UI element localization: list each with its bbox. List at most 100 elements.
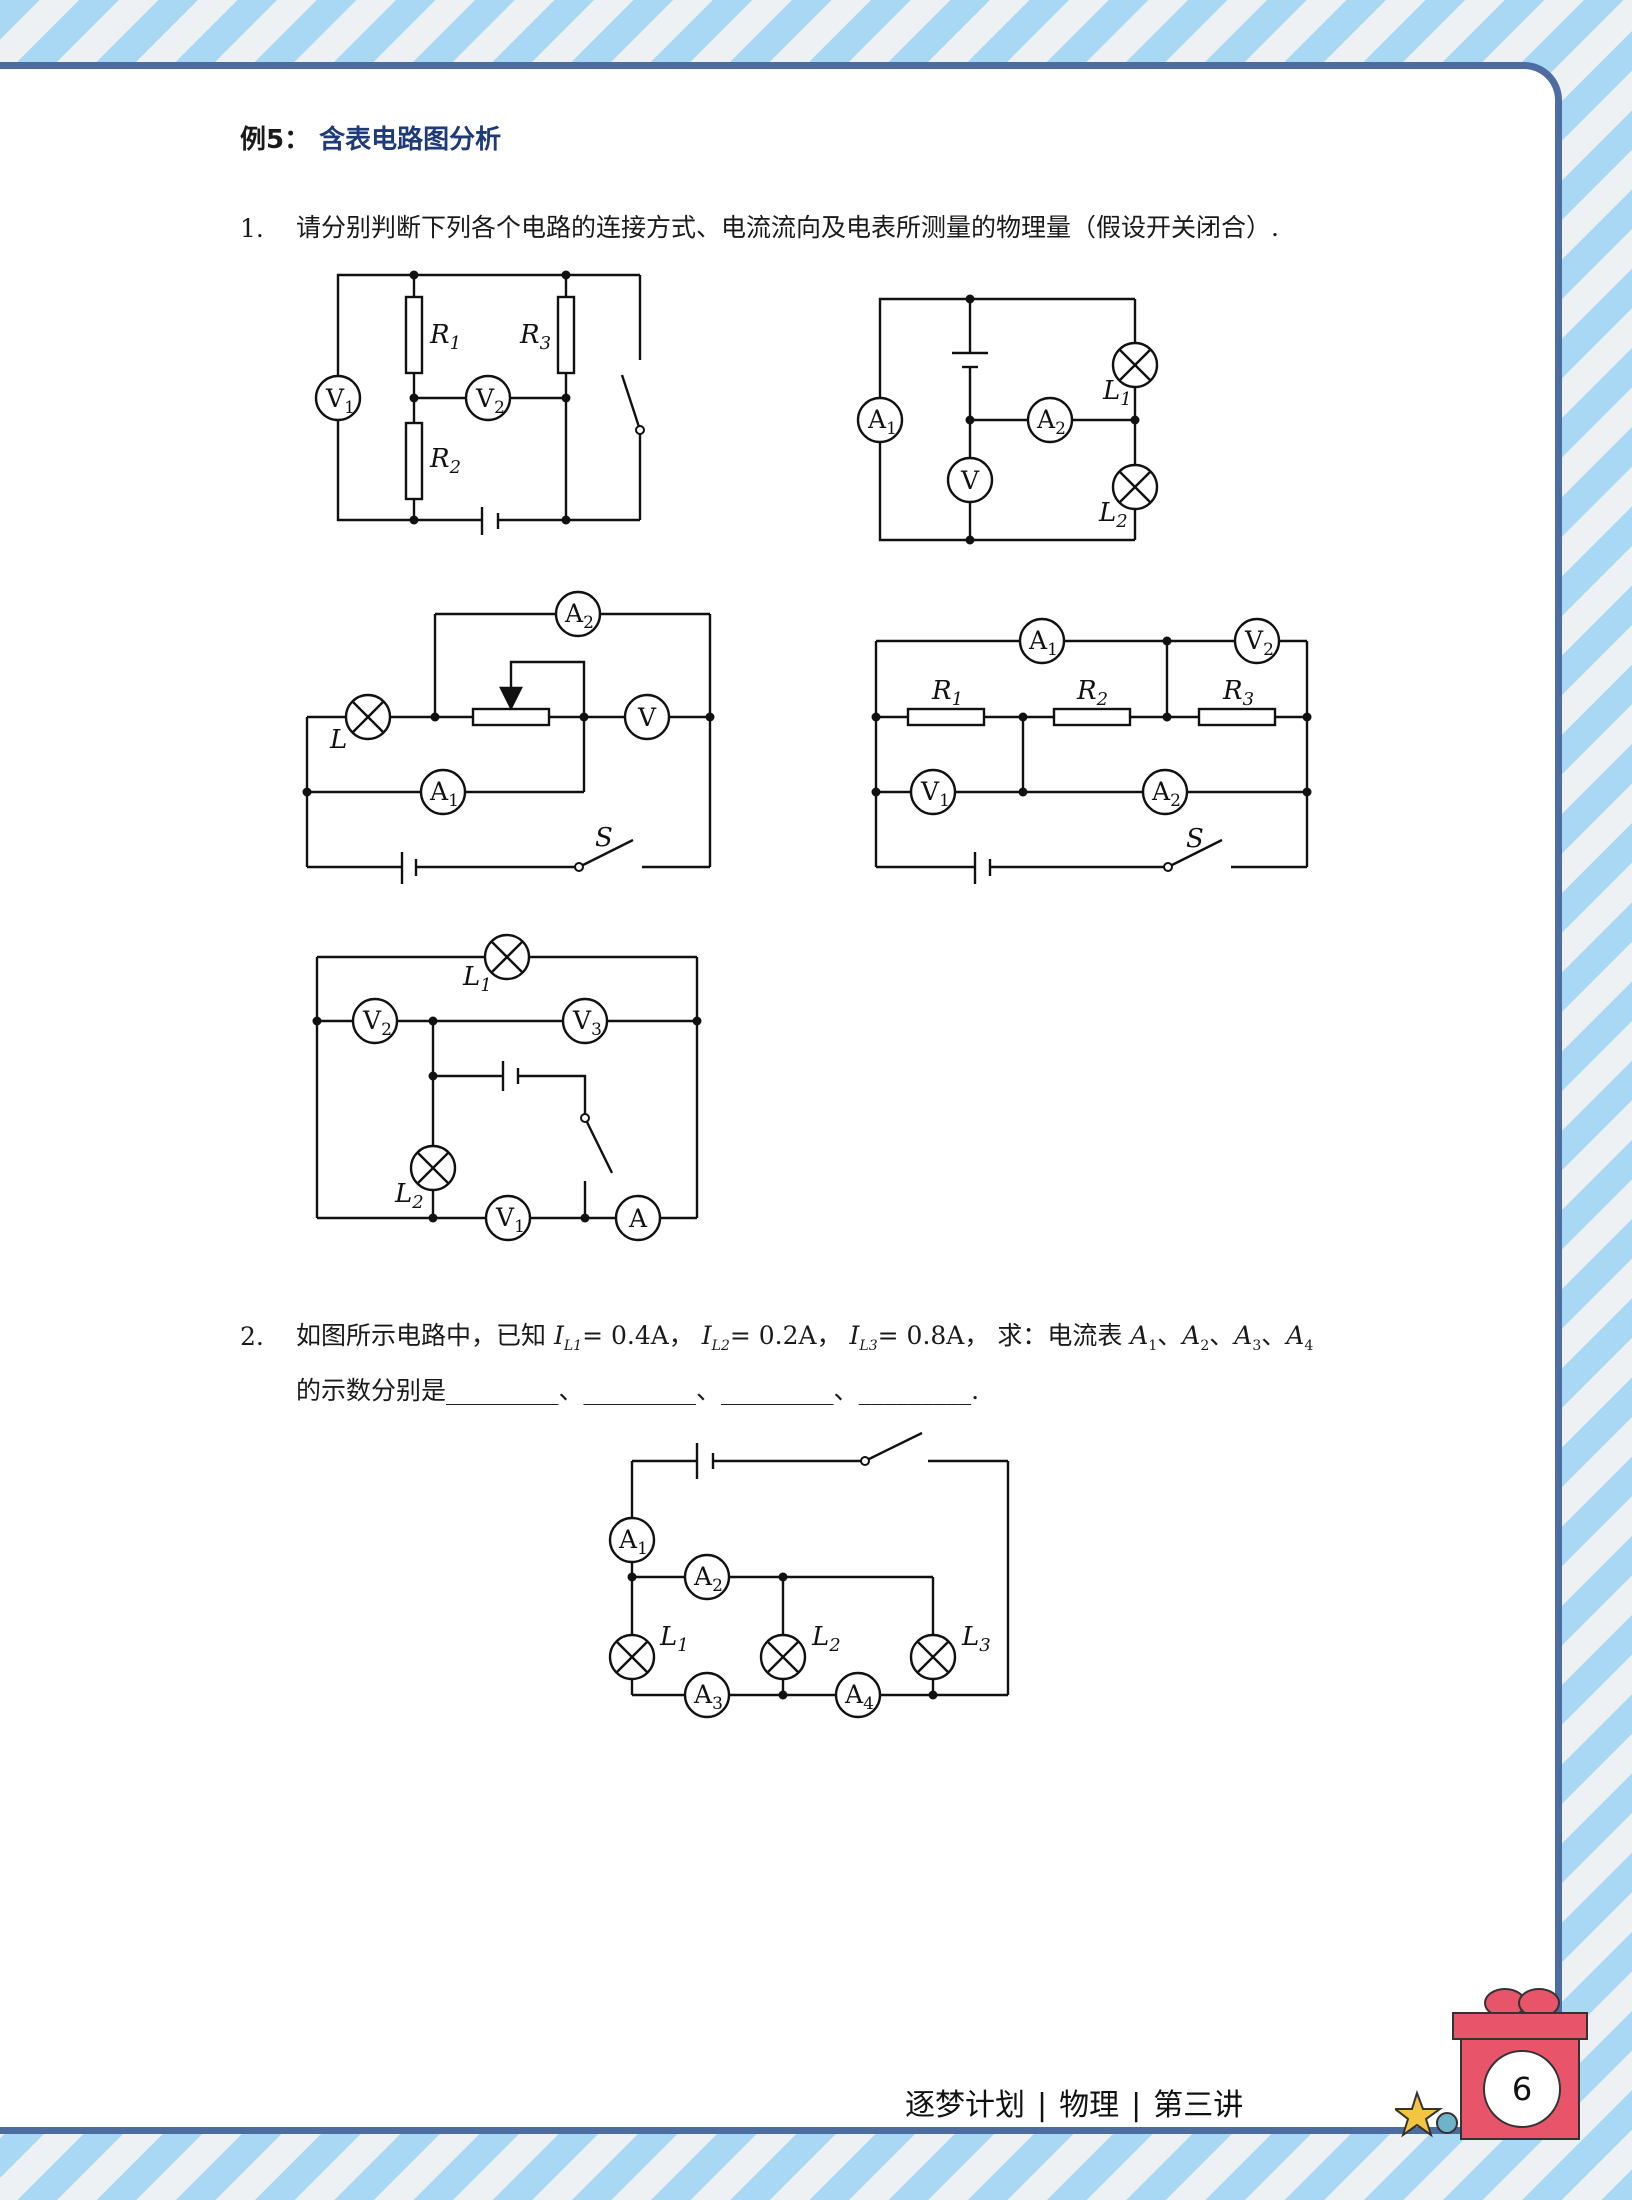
ammeter-symbol: A bbox=[1182, 1321, 1201, 1350]
footer-separator: | bbox=[1037, 2088, 1048, 2123]
ammeter-a4 bbox=[834, 1671, 882, 1719]
label-subscript: 2 bbox=[449, 457, 461, 478]
circuit-1: V1 V2 R1 R3 R2 bbox=[314, 270, 645, 535]
voltmeter-v2 bbox=[1233, 617, 1281, 665]
q2-line-2: 的示数分别是_________、_________、_________、____… bbox=[296, 1375, 979, 1408]
footer-subject: 物理 bbox=[1059, 2088, 1120, 2123]
label-subscript: 2 bbox=[1096, 689, 1108, 710]
meter-label: A bbox=[618, 1525, 638, 1554]
resistor-label: R bbox=[519, 320, 540, 350]
meter-label: A bbox=[628, 1204, 648, 1233]
svg-text:L2: L2 bbox=[811, 1622, 841, 1656]
q1-text: 请分别判断下列各个电路的连接方式、电流流向及电表所测量的物理量（假设开关闭合）. bbox=[296, 213, 1279, 242]
meter-subscript: 2 bbox=[1263, 640, 1274, 660]
ammeter-symbol: A bbox=[1234, 1321, 1253, 1350]
voltmeter-v bbox=[623, 693, 671, 741]
svg-text:R2: R2 bbox=[429, 444, 461, 478]
current-value: = 0.8A， bbox=[877, 1321, 990, 1350]
example-heading: 例5： 含表电路图分析 bbox=[240, 124, 501, 158]
svg-text:R1: R1 bbox=[429, 320, 461, 354]
ammeter-a1 bbox=[1018, 617, 1066, 665]
q2-text-a: 如图所示电路中，已知 bbox=[296, 1321, 547, 1350]
circuit-6: A1 A2 A3 A4 L1 L2 L3 bbox=[608, 1431, 1010, 1719]
ammeter-a bbox=[614, 1194, 662, 1242]
ammeter-subscript: 2 bbox=[1200, 1338, 1210, 1354]
meter-subscript: 1 bbox=[448, 791, 459, 811]
ammeter-a1 bbox=[856, 396, 904, 444]
label-subscript: 2 bbox=[1115, 511, 1127, 532]
circuit-5: V2 V3 V1 A L1 L2 bbox=[312, 933, 702, 1242]
example-title: 含表电路图分析 bbox=[319, 125, 502, 155]
meter-subscript: 3 bbox=[712, 1694, 723, 1714]
svg-text:A2: A2 bbox=[1151, 777, 1181, 811]
current-symbol: I bbox=[701, 1321, 712, 1350]
switch-pivot bbox=[635, 425, 645, 435]
svg-text:A2: A2 bbox=[693, 1562, 723, 1596]
meter-label: A bbox=[1028, 626, 1048, 655]
current-value: = 0.2A， bbox=[729, 1321, 842, 1350]
svg-text:V1: V1 bbox=[325, 384, 355, 418]
svg-text:R1: R1 bbox=[931, 676, 963, 710]
label-subscript: 2 bbox=[411, 1192, 423, 1213]
q2-text-b: 求：电流表 bbox=[997, 1321, 1123, 1350]
voltmeter-v2 bbox=[351, 997, 399, 1045]
ammeter-a2 bbox=[1026, 396, 1074, 444]
svg-text:L1: L1 bbox=[462, 962, 492, 996]
meter-label: V bbox=[637, 703, 657, 732]
svg-text:L2: L2 bbox=[1098, 498, 1128, 532]
meter-label: A bbox=[1151, 777, 1171, 806]
resistor-label: R bbox=[1222, 676, 1243, 706]
meter-subscript: 1 bbox=[939, 791, 950, 811]
meter-label: V bbox=[475, 384, 495, 413]
answer-blank-4[interactable]: _________ bbox=[858, 1376, 972, 1405]
meter-label: A bbox=[693, 1562, 713, 1591]
answer-blank-2[interactable]: _________ bbox=[583, 1376, 697, 1405]
answer-blank-3[interactable]: _________ bbox=[721, 1376, 834, 1405]
meter-label: V bbox=[495, 1203, 515, 1232]
current-symbol: I bbox=[849, 1321, 860, 1350]
circuit-4: A1 V2 V1 A2 R1 R2 R3 S bbox=[871, 617, 1312, 884]
ammeter-a1 bbox=[608, 1516, 656, 1564]
resistor-label: R bbox=[429, 444, 450, 474]
meter-subscript: 3 bbox=[591, 1020, 602, 1040]
meter-label: A bbox=[693, 1680, 713, 1709]
star-icon bbox=[1395, 2089, 1444, 2138]
footer-lecture: 第三讲 bbox=[1153, 2088, 1244, 2123]
svg-text:R2: R2 bbox=[1076, 676, 1108, 710]
meter-label: V bbox=[920, 777, 940, 806]
svg-text:R3: R3 bbox=[519, 320, 551, 354]
voltmeter-v2 bbox=[464, 374, 512, 422]
lamp-label: L bbox=[462, 962, 480, 992]
meter-label: A bbox=[1036, 405, 1056, 434]
svg-text:A1: A1 bbox=[1028, 626, 1058, 660]
svg-text:A1: A1 bbox=[429, 777, 459, 811]
gift-icon bbox=[1452, 1988, 1588, 2140]
svg-text:R3: R3 bbox=[1222, 676, 1254, 710]
list-separator: 、 bbox=[1261, 1321, 1287, 1350]
meter-label: A bbox=[429, 777, 449, 806]
svg-text:V2: V2 bbox=[475, 384, 505, 418]
meter-subscript: 1 bbox=[344, 398, 355, 418]
current-value: = 0.4A， bbox=[582, 1321, 694, 1350]
sentence-end: . bbox=[971, 1376, 980, 1405]
ornament-icon bbox=[1436, 2112, 1458, 2134]
meter-label: V bbox=[572, 1006, 592, 1035]
current-subscript: L2 bbox=[711, 1338, 730, 1354]
svg-text:V2: V2 bbox=[362, 1006, 392, 1040]
meter-subscript: 2 bbox=[1170, 791, 1181, 811]
current-symbol: I bbox=[553, 1321, 564, 1350]
answer-blank-1[interactable]: _________ bbox=[446, 1376, 559, 1405]
svg-text:L3: L3 bbox=[961, 1622, 991, 1656]
label-subscript: 3 bbox=[979, 1635, 990, 1656]
q1-number: 1. bbox=[240, 214, 264, 243]
label-subscript: 2 bbox=[828, 1635, 840, 1656]
example-label: 例5： bbox=[240, 125, 311, 155]
meter-label: A bbox=[844, 1680, 864, 1709]
lamp-label: L bbox=[1098, 498, 1116, 528]
svg-text:A2: A2 bbox=[564, 599, 594, 633]
svg-text:V1: V1 bbox=[495, 1203, 525, 1237]
svg-text:L1: L1 bbox=[659, 1622, 689, 1656]
current-subscript: L3 bbox=[859, 1338, 878, 1354]
svg-text:L1: L1 bbox=[1102, 376, 1132, 410]
label-subscript: 1 bbox=[450, 333, 461, 354]
